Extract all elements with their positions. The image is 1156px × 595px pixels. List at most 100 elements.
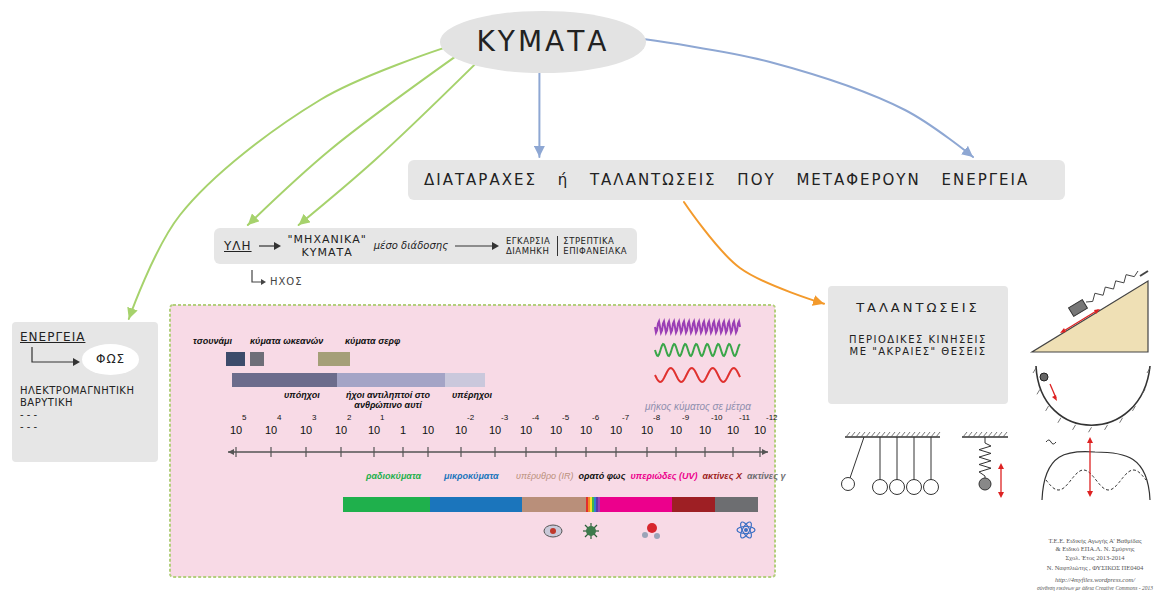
axis-exponent: -2 (467, 413, 474, 422)
node-heading: ΥΛΗ (224, 239, 252, 253)
inclined-plane (1086, 271, 1138, 302)
wavelength-axis (732, 447, 733, 457)
spring-mass (993, 432, 997, 437)
valley-track (1142, 389, 1145, 394)
node-heading: ΚΥΜΑΤΑ (476, 25, 609, 59)
band-label: μικροκύματα (444, 471, 499, 481)
newton-cradle (850, 437, 864, 478)
newton-cradle (914, 437, 915, 480)
spectrum-icons (583, 523, 599, 539)
sound-bars (318, 352, 350, 366)
axis-exponent: -5 (562, 413, 569, 422)
valley-track (1073, 425, 1076, 430)
node-text: ΗΛΕΚΤΡΟΜΑΓΝΗΤΙΚΗ ΒΑΡΥΤΙΚΗ (20, 385, 134, 409)
valley-track (1040, 373, 1048, 381)
wavelength-axis (402, 447, 403, 457)
credit-note: σύνθεση εικόνων με άδεια Creative Common… (1037, 585, 1153, 591)
spring-mass (983, 432, 987, 437)
credit-note: & Ειδικό ΕΠΑ.Λ. Ν. Σμύρνης (1056, 545, 1135, 552)
spectrum-band (430, 497, 522, 512)
axis-number: 10 (335, 424, 347, 437)
newton-cradle (842, 478, 855, 491)
mechanical-waves-box: ΥΛΗ"ΜΗΧΑΝΙΚΑ" ΚΥΜΑΤΑμέσο διάδοσηςΕΓΚΑΡΣΙ… (214, 228, 637, 264)
inclined-plane (1032, 281, 1148, 352)
newton-cradle (861, 432, 865, 437)
node-heading: ΕΝΕΡΓΕΙΑ (20, 330, 85, 344)
spectrum-band (600, 497, 672, 512)
newton-cradle (911, 432, 915, 437)
newton-cradle (916, 432, 920, 437)
inline-arrow (455, 246, 493, 247)
sound-label: κύματα ωκεανών (250, 336, 323, 346)
newton-cradle (906, 432, 910, 437)
spring-mass (962, 432, 1008, 498)
axis-exponent: -3 (501, 413, 508, 422)
definition-box: ΔΙΑΤΑΡΑΧΕΣ ή ΤΑΛΑΝΤΩΣΕΙΣ ΠΟΥ ΜΕΤΑΦΕΡΟΥΝ … (408, 160, 1065, 200)
spring-mass (963, 432, 1007, 437)
valley-track (1037, 389, 1040, 394)
energy-box: ΕΝΕΡΓΕΙΑΦΩΣ ΗΛΕΚΤΡΟΜΑΓΝΗΤΙΚΗ ΒΑΡΥΤΙΚΗ- - … (12, 322, 158, 462)
wavelength-axis (615, 447, 616, 457)
newton-cradle (842, 432, 941, 495)
newton-cradle (901, 432, 905, 437)
axis-number: 10 (455, 424, 467, 437)
newton-cradle (924, 480, 939, 495)
axis-exponent: 1 (380, 413, 384, 422)
band-label: υπέρυθρο (IR) (516, 471, 574, 481)
inclined-plane (1069, 300, 1088, 317)
node-text: - - - (20, 409, 37, 421)
wavelength-axis (704, 447, 705, 457)
valley-track (1058, 418, 1061, 423)
axis-number: 10 (520, 424, 532, 437)
axis-exponent: -10 (711, 413, 723, 422)
newton-cradle (880, 437, 881, 480)
spectrum-band (594, 497, 596, 512)
newton-cradle (921, 432, 925, 437)
sound-bars (445, 373, 485, 387)
newton-cradle (890, 480, 905, 495)
spring-mass (1003, 432, 1007, 437)
wave-sketch (1042, 452, 1150, 500)
spring-mass (979, 437, 991, 478)
connector-arrow (538, 73, 540, 157)
node-text: ΦΩΣ (82, 344, 139, 374)
spectrum-band (343, 497, 758, 512)
inline-arrow (259, 246, 275, 247)
valley-track (1033, 368, 1036, 373)
sound-label: ήχοι αντιληπτοί στο ανθρώπινο αυτί (338, 390, 438, 411)
node-text: "ΜΗΧΑΝΙΚΑ" ΚΥΜΑΤΑ (288, 233, 367, 259)
hook-arrow (32, 347, 74, 362)
newton-cradle (871, 432, 875, 437)
spectrum-icons (738, 520, 753, 539)
valley-track (1105, 425, 1108, 430)
wavelength-axis (759, 447, 760, 457)
axis-number: 10 (580, 424, 592, 437)
spectrum-band (588, 497, 590, 512)
wavelength-axis (675, 447, 676, 457)
spring-mass (979, 478, 991, 490)
axis-number: 10 (610, 424, 622, 437)
connector-arrow (645, 39, 973, 157)
valley-track (1046, 406, 1049, 411)
spring-mass (968, 432, 972, 437)
newton-cradle (881, 432, 885, 437)
node-text: ΣΤΡΕΠΤΙΚΑ ΕΠΙΦΑΝΕΙΑΚΑ (557, 236, 627, 256)
newton-cradle (907, 480, 922, 495)
sound-bars (226, 352, 485, 387)
inline-arrow (492, 242, 499, 250)
valley-track (1052, 395, 1057, 401)
spectrum-icons (585, 525, 597, 537)
band-label: ακτίνες X (703, 471, 742, 481)
axis-number: 10 (699, 424, 711, 437)
credit-note: http://4myfiles.wordpress.com/ (1055, 576, 1135, 583)
spring-mass (988, 432, 992, 437)
inline-arrow (274, 242, 281, 250)
newton-cradle (846, 432, 850, 437)
axis-exponent: -8 (653, 413, 660, 422)
axis-number: 10 (550, 424, 562, 437)
credit-note: Τ.Ε.Ε. Ειδικής Αγωγής Α' Βαθμίδας (1048, 537, 1141, 544)
wavelength-axis (585, 447, 586, 457)
axis-number: 10 (754, 424, 766, 437)
